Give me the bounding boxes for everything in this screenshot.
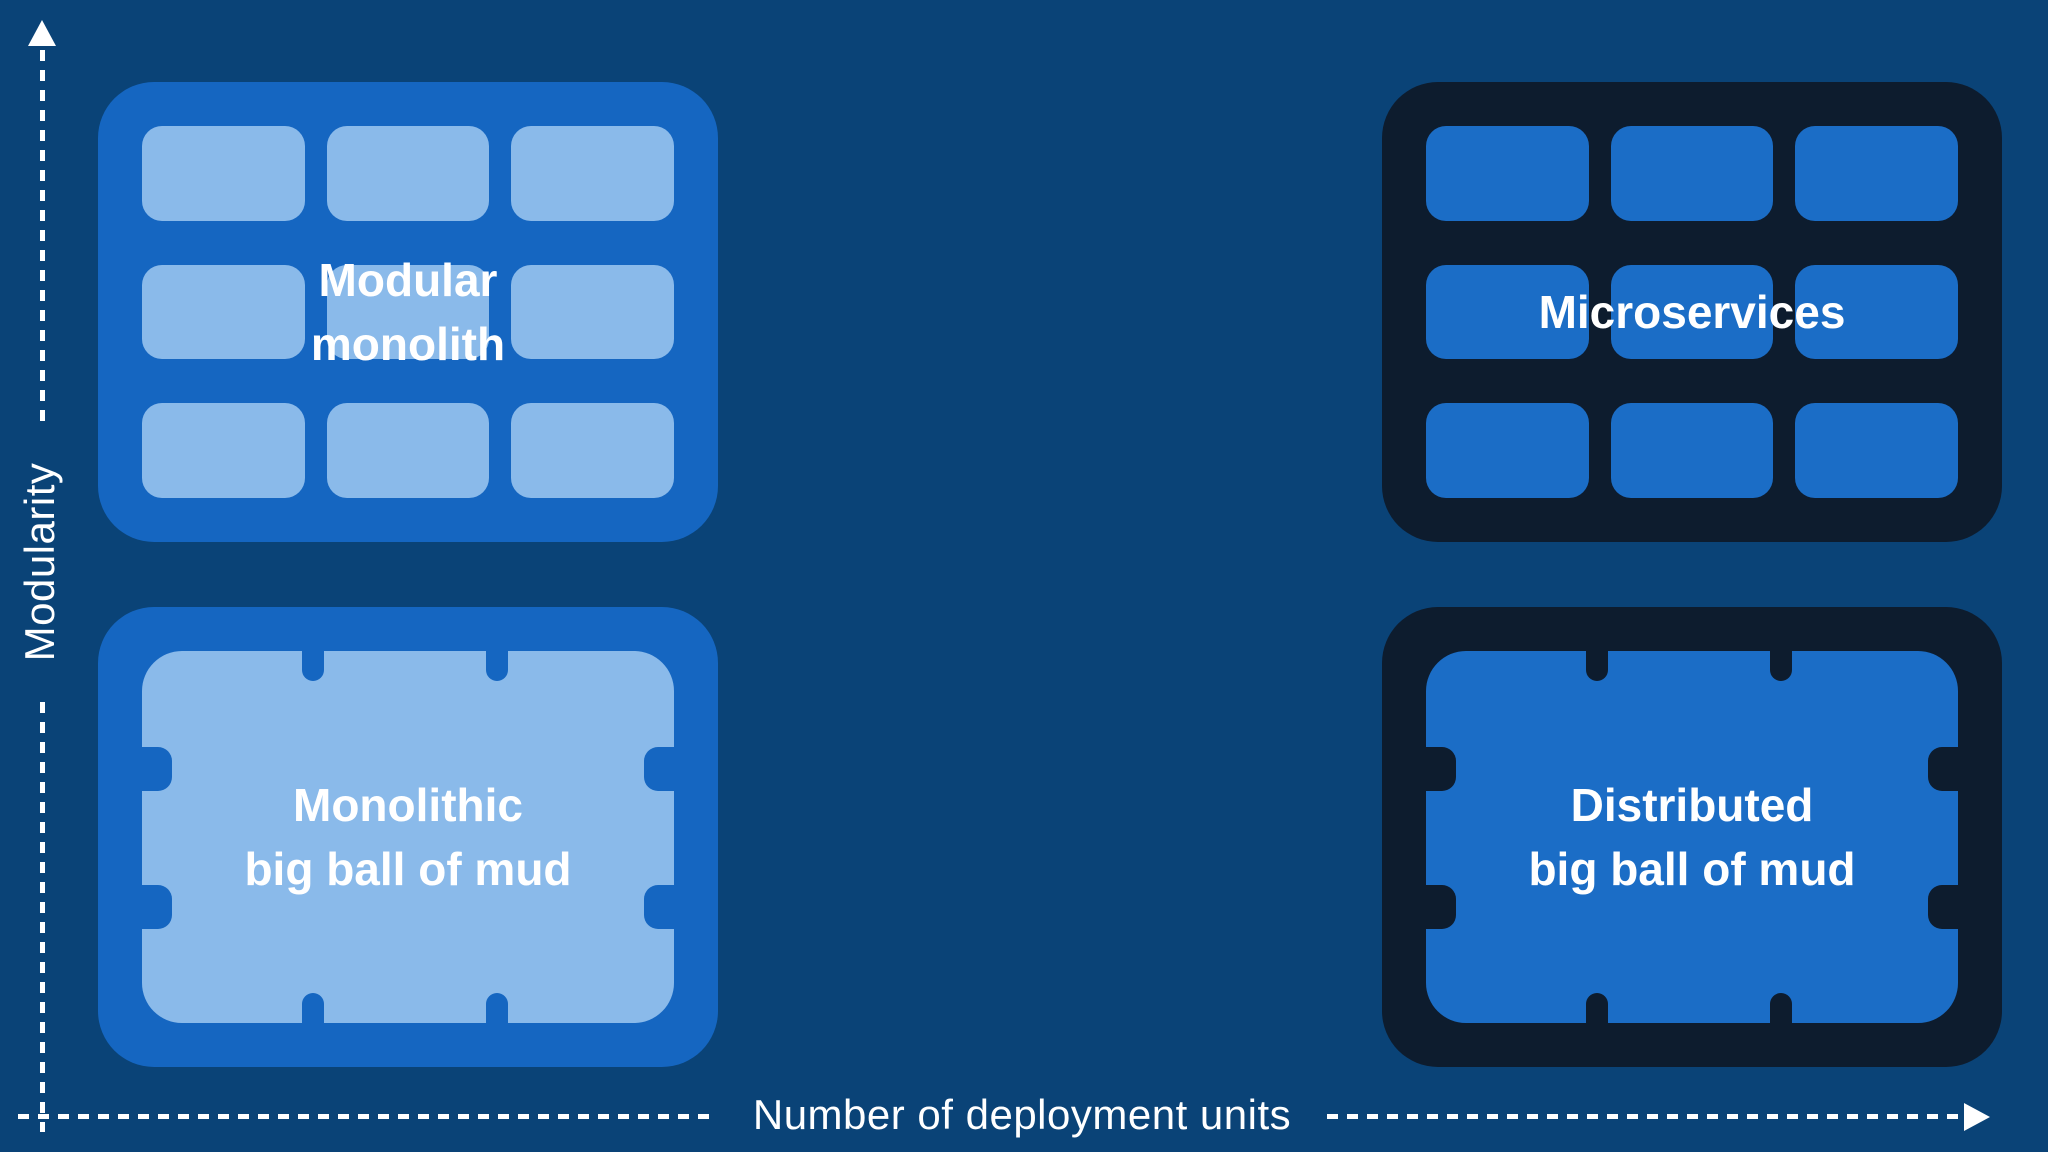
quadrant-microservices: Microservices <box>1382 82 2002 542</box>
blob-notch <box>302 993 324 1023</box>
blob-notch <box>486 651 508 681</box>
quadrant-modular-monolith: Modular monolith <box>98 82 718 542</box>
module-tile <box>1795 126 1958 221</box>
quadrant-label-line: Monolithic <box>293 779 523 831</box>
quadrant-label: Modular monolith <box>98 82 718 542</box>
module-tile <box>1610 264 1774 360</box>
y-axis-dashed-line-lower <box>40 702 45 1132</box>
quadrant-label-line: monolith <box>310 318 506 370</box>
quadrant-label-line: big ball of mud <box>1528 843 1856 895</box>
module-tile <box>326 126 490 221</box>
module-tile <box>511 403 674 498</box>
quadrant-label-line: Modular <box>318 254 498 306</box>
y-axis-dashed-line-upper <box>40 50 45 428</box>
blob-notch <box>1770 993 1792 1023</box>
blob-notch <box>1928 747 1958 791</box>
quadrant-label: Distributed big ball of mud <box>1382 607 2002 1067</box>
y-axis-arrow-icon <box>28 20 56 46</box>
module-tile <box>1795 403 1958 498</box>
quadrant-distributed-big-ball-of-mud: Distributed big ball of mud <box>1382 607 2002 1067</box>
x-axis-arrow-icon <box>1964 1103 1990 1131</box>
module-tile <box>511 264 674 360</box>
quadrant-label-line: Microservices <box>1538 286 1846 338</box>
module-tile <box>511 126 674 221</box>
blob-notch <box>1586 651 1608 681</box>
module-tile <box>1426 264 1589 360</box>
quadrant-label: Microservices <box>1382 82 2002 542</box>
quadrant-label-line: Distributed <box>1570 779 1814 831</box>
blob-notch <box>1426 747 1456 791</box>
module-tile <box>142 403 305 498</box>
x-axis-label: Number of deployment units <box>752 1091 1292 1138</box>
quadrant-label-line: big ball of mud <box>244 843 572 895</box>
mud-blob <box>142 651 674 1023</box>
blob-notch <box>142 885 172 929</box>
module-tile <box>142 264 305 360</box>
module-tile <box>326 264 490 360</box>
blob-notch <box>1426 885 1456 929</box>
blob-notch <box>486 993 508 1023</box>
blob-notch <box>1586 993 1608 1023</box>
y-axis-label: Modularity <box>16 462 63 662</box>
module-tile <box>326 403 490 498</box>
blob-notch <box>644 747 674 791</box>
modules-grid <box>98 82 718 542</box>
blob-notch <box>644 885 674 929</box>
module-tile <box>1610 403 1774 498</box>
blob-notch <box>302 651 324 681</box>
mud-blob <box>1426 651 1958 1023</box>
blob-notch <box>1770 651 1792 681</box>
quadrant-monolithic-big-ball-of-mud: Monolithic big ball of mud <box>98 607 718 1067</box>
module-tile <box>1426 126 1589 221</box>
module-tile <box>1426 403 1589 498</box>
x-axis-dashed-line-right <box>1327 1114 1963 1119</box>
modules-grid <box>1382 82 2002 542</box>
quadrant-label: Monolithic big ball of mud <box>98 607 718 1067</box>
x-axis-dashed-line-left <box>18 1114 718 1119</box>
blob-notch <box>142 747 172 791</box>
module-tile <box>1795 264 1958 360</box>
module-tile <box>1610 126 1774 221</box>
module-tile <box>142 126 305 221</box>
blob-notch <box>1928 885 1958 929</box>
